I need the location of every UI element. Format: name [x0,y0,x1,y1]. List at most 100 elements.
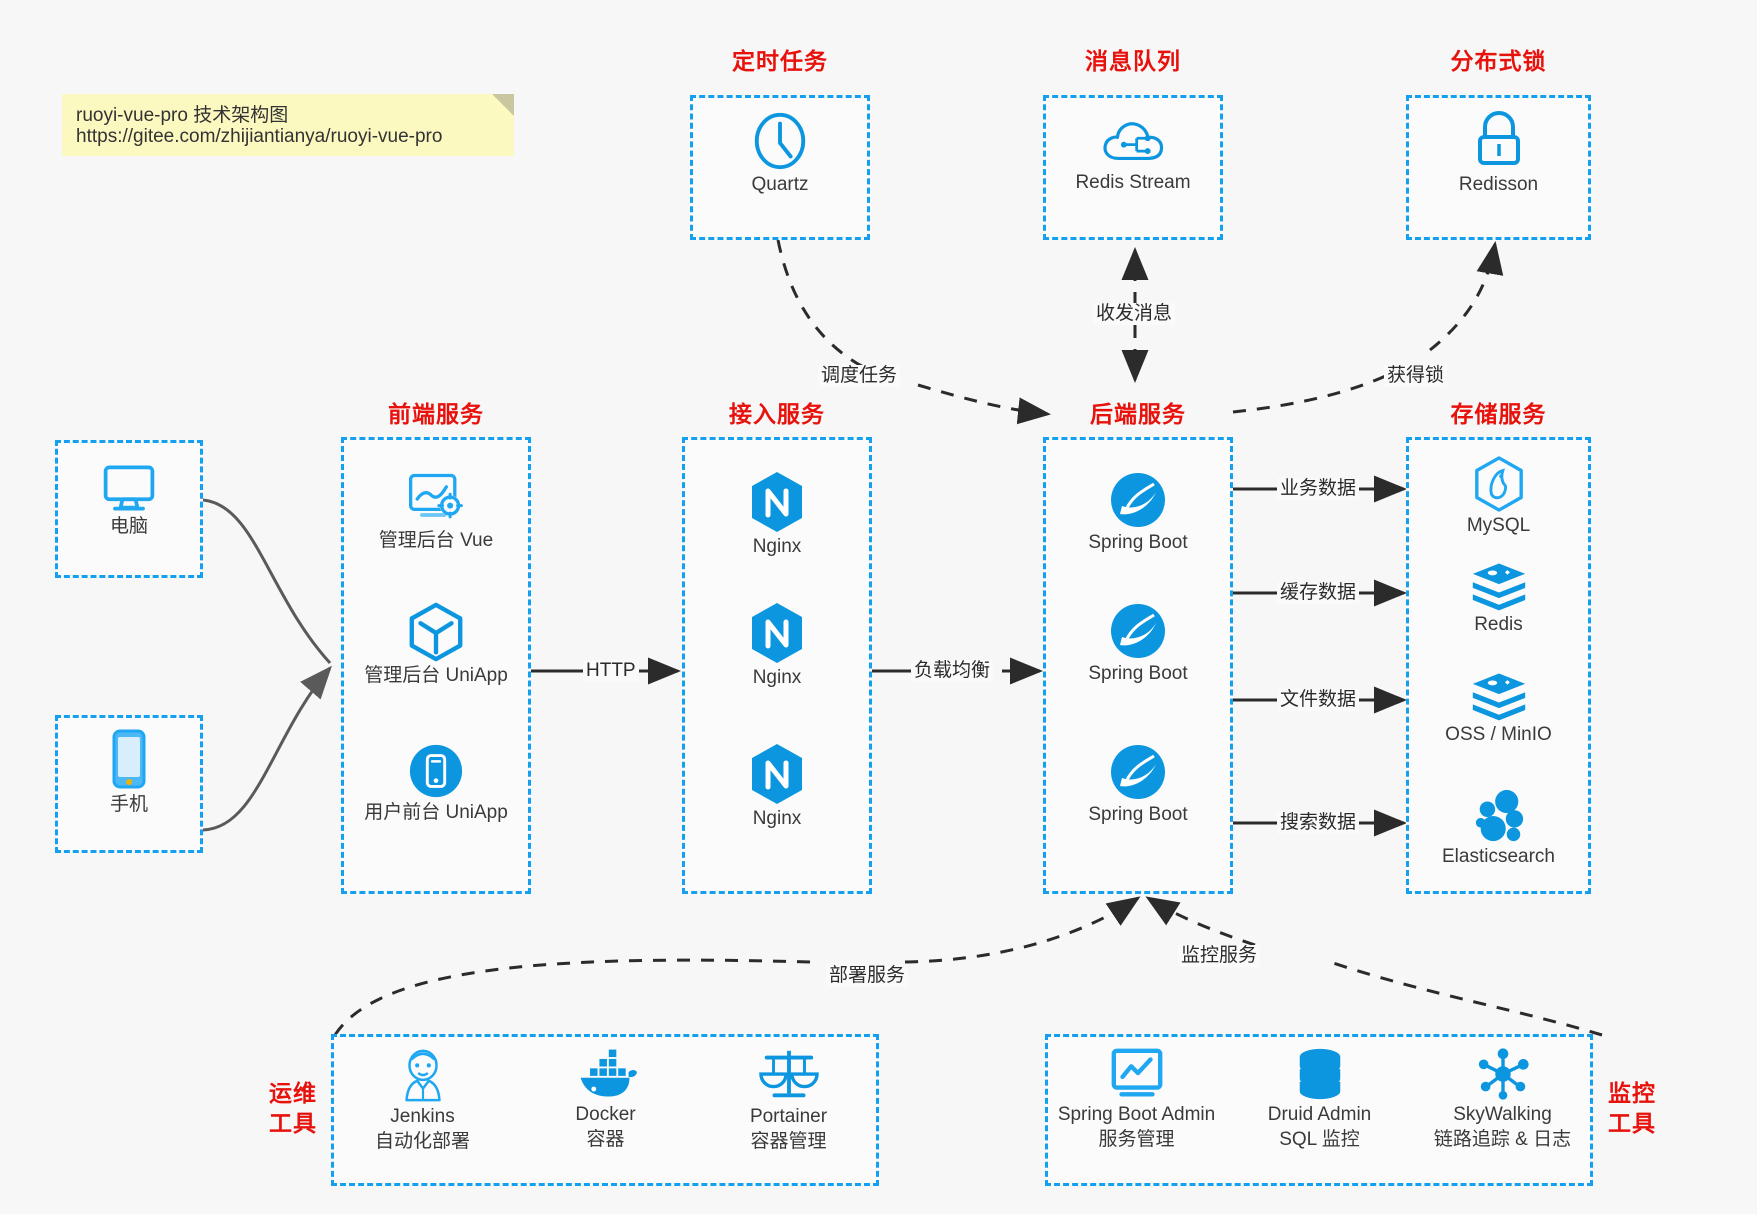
node-spring-boot-3[interactable]: Spring Boot [1043,742,1233,827]
group-box-mq [1043,95,1223,240]
edge-label-search-data: 搜索数据 [1277,812,1360,834]
group-title-devops-line1: 运维 [269,1080,317,1106]
node-admin-vue[interactable]: 管理后台 Vue [341,470,531,553]
group-title-mq: 消息队列 [1085,48,1181,74]
node-nginx-1[interactable]: Nginx [682,470,872,559]
group-title-backend: 后端服务 [1090,401,1186,427]
scales-icon [758,1046,819,1104]
node-label-skywalking: SkyWalking [1453,1104,1552,1125]
edge-label-file-data: 文件数据 [1277,689,1360,711]
node-druid-admin[interactable]: Druid Admin SQL 监控 [1228,1046,1411,1152]
skywalking-icon [1474,1046,1532,1102]
group-title-monitoring-line1: 监控 [1608,1080,1656,1106]
note-fold-icon [492,94,514,116]
note-line-2: https://gitee.com/zhijiantianya/ruoyi-vu… [76,126,443,147]
spring-icon [1108,470,1168,530]
node-spring-boot-1[interactable]: Spring Boot [1043,470,1233,555]
cube-icon [405,601,467,663]
node-label-spring-boot-1: Spring Boot [1088,532,1188,553]
nginx-icon [748,470,806,534]
node-label-nginx-2: Nginx [752,667,802,688]
node-label-portainer: Portainer [749,1106,828,1127]
edge-label-http: HTTP [583,660,639,682]
node-elasticsearch[interactable]: Elasticsearch [1406,788,1591,869]
node-label-admin-uniapp: 管理后台 UniApp [364,665,508,686]
node-oss-minio[interactable]: OSS / MinIO [1406,670,1591,747]
app-circle-icon [407,742,465,800]
node-label-redis: Redis [1474,614,1523,635]
group-title-scheduler: 定时任务 [732,48,828,74]
node-mysql[interactable]: MySQL [1406,455,1591,538]
spring-icon [1108,601,1168,661]
group-title-lock: 分布式锁 [1450,48,1547,74]
node-label-docker: Docker [575,1104,636,1125]
cloud-stream-icon [1100,112,1166,170]
node-nginx-2[interactable]: Nginx [682,601,872,690]
edge-label-message: 收发消息 [1093,303,1176,325]
node-label-mysql: MySQL [1466,515,1531,536]
node-redisson[interactable]: Redisson [1406,110,1591,197]
nginx-icon [748,742,806,806]
node-label-nginx-3: Nginx [752,808,802,829]
docker-icon [575,1046,637,1102]
group-title-devops-line2: 工具 [269,1110,317,1136]
node-user-uniapp[interactable]: 用户前台 UniApp [341,742,531,825]
group-title-gateway: 接入服务 [729,401,825,427]
clock-icon [749,110,811,172]
node-label-desktop: 电脑 [109,516,148,537]
node-jenkins[interactable]: Jenkins 自动化部署 [331,1046,514,1154]
node-sublabel-jenkins: 自动化部署 [374,1131,470,1152]
spring-icon [1108,742,1168,802]
node-docker[interactable]: Docker 容器 [514,1046,697,1152]
desktop-icon [100,462,158,514]
node-admin-uniapp[interactable]: 管理后台 UniApp [341,601,531,688]
node-skywalking[interactable]: SkyWalking 链路追踪 & 日志 [1411,1046,1594,1152]
node-redis[interactable]: Redis [1406,560,1591,637]
node-quartz[interactable]: Quartz [690,110,870,197]
group-title-frontend: 前端服务 [388,401,484,427]
group-title-monitoring-line2: 工具 [1608,1110,1656,1136]
jenkins-icon [394,1046,452,1104]
oss-icon [1470,670,1528,722]
dashboard-gear-icon [405,470,467,528]
node-label-elasticsearch: Elasticsearch [1442,846,1555,867]
node-label-mobile: 手机 [109,794,148,815]
node-label-spring-boot-admin: Spring Boot Admin [1057,1104,1216,1125]
node-label-redis-stream: Redis Stream [1075,172,1191,193]
group-title-storage: 存储服务 [1450,401,1547,427]
node-label-nginx-1: Nginx [752,536,802,557]
redis-icon [1470,560,1528,612]
node-label-oss-minio: OSS / MinIO [1445,724,1552,745]
node-sublabel-druid-admin: SQL 监控 [1279,1129,1360,1150]
edge-label-acquire-lock: 获得锁 [1384,365,1448,387]
node-label-quartz: Quartz [751,174,809,195]
edge-label-deploy: 部署服务 [826,965,909,987]
node-spring-boot-2[interactable]: Spring Boot [1043,601,1233,686]
nginx-icon [748,601,806,665]
sticky-note: ruoyi-vue-pro 技术架构图 https://gitee.com/zh… [62,94,514,156]
node-label-spring-boot-3: Spring Boot [1088,804,1188,825]
node-label-spring-boot-2: Spring Boot [1088,663,1188,684]
node-nginx-3[interactable]: Nginx [682,742,872,831]
edge-label-cache-data: 缓存数据 [1277,582,1360,604]
node-spring-boot-admin[interactable]: Spring Boot Admin 服务管理 [1045,1046,1228,1152]
mobile-icon [107,728,151,792]
node-portainer[interactable]: Portainer 容器管理 [697,1046,880,1154]
node-label-druid-admin: Druid Admin [1267,1104,1372,1125]
node-label-redisson: Redisson [1458,174,1539,195]
node-sublabel-skywalking: 链路追踪 & 日志 [1433,1129,1572,1150]
node-sublabel-portainer: 容器管理 [750,1131,827,1152]
database-icon [1293,1046,1347,1102]
node-sublabel-spring-boot-admin: 服务管理 [1098,1129,1175,1150]
node-label-admin-vue: 管理后台 Vue [378,530,494,551]
edge-label-load-balance: 负载均衡 [911,660,994,682]
node-redis-stream[interactable]: Redis Stream [1043,112,1223,195]
monitor-chart-icon [1108,1046,1166,1102]
edge-label-schedule: 调度任务 [818,365,901,387]
node-label-jenkins: Jenkins [390,1106,455,1127]
group-box-lock [1406,95,1591,240]
edge-label-monitor: 监控服务 [1178,945,1261,967]
node-desktop[interactable]: 电脑 [55,462,203,539]
node-mobile[interactable]: 手机 [55,728,203,817]
